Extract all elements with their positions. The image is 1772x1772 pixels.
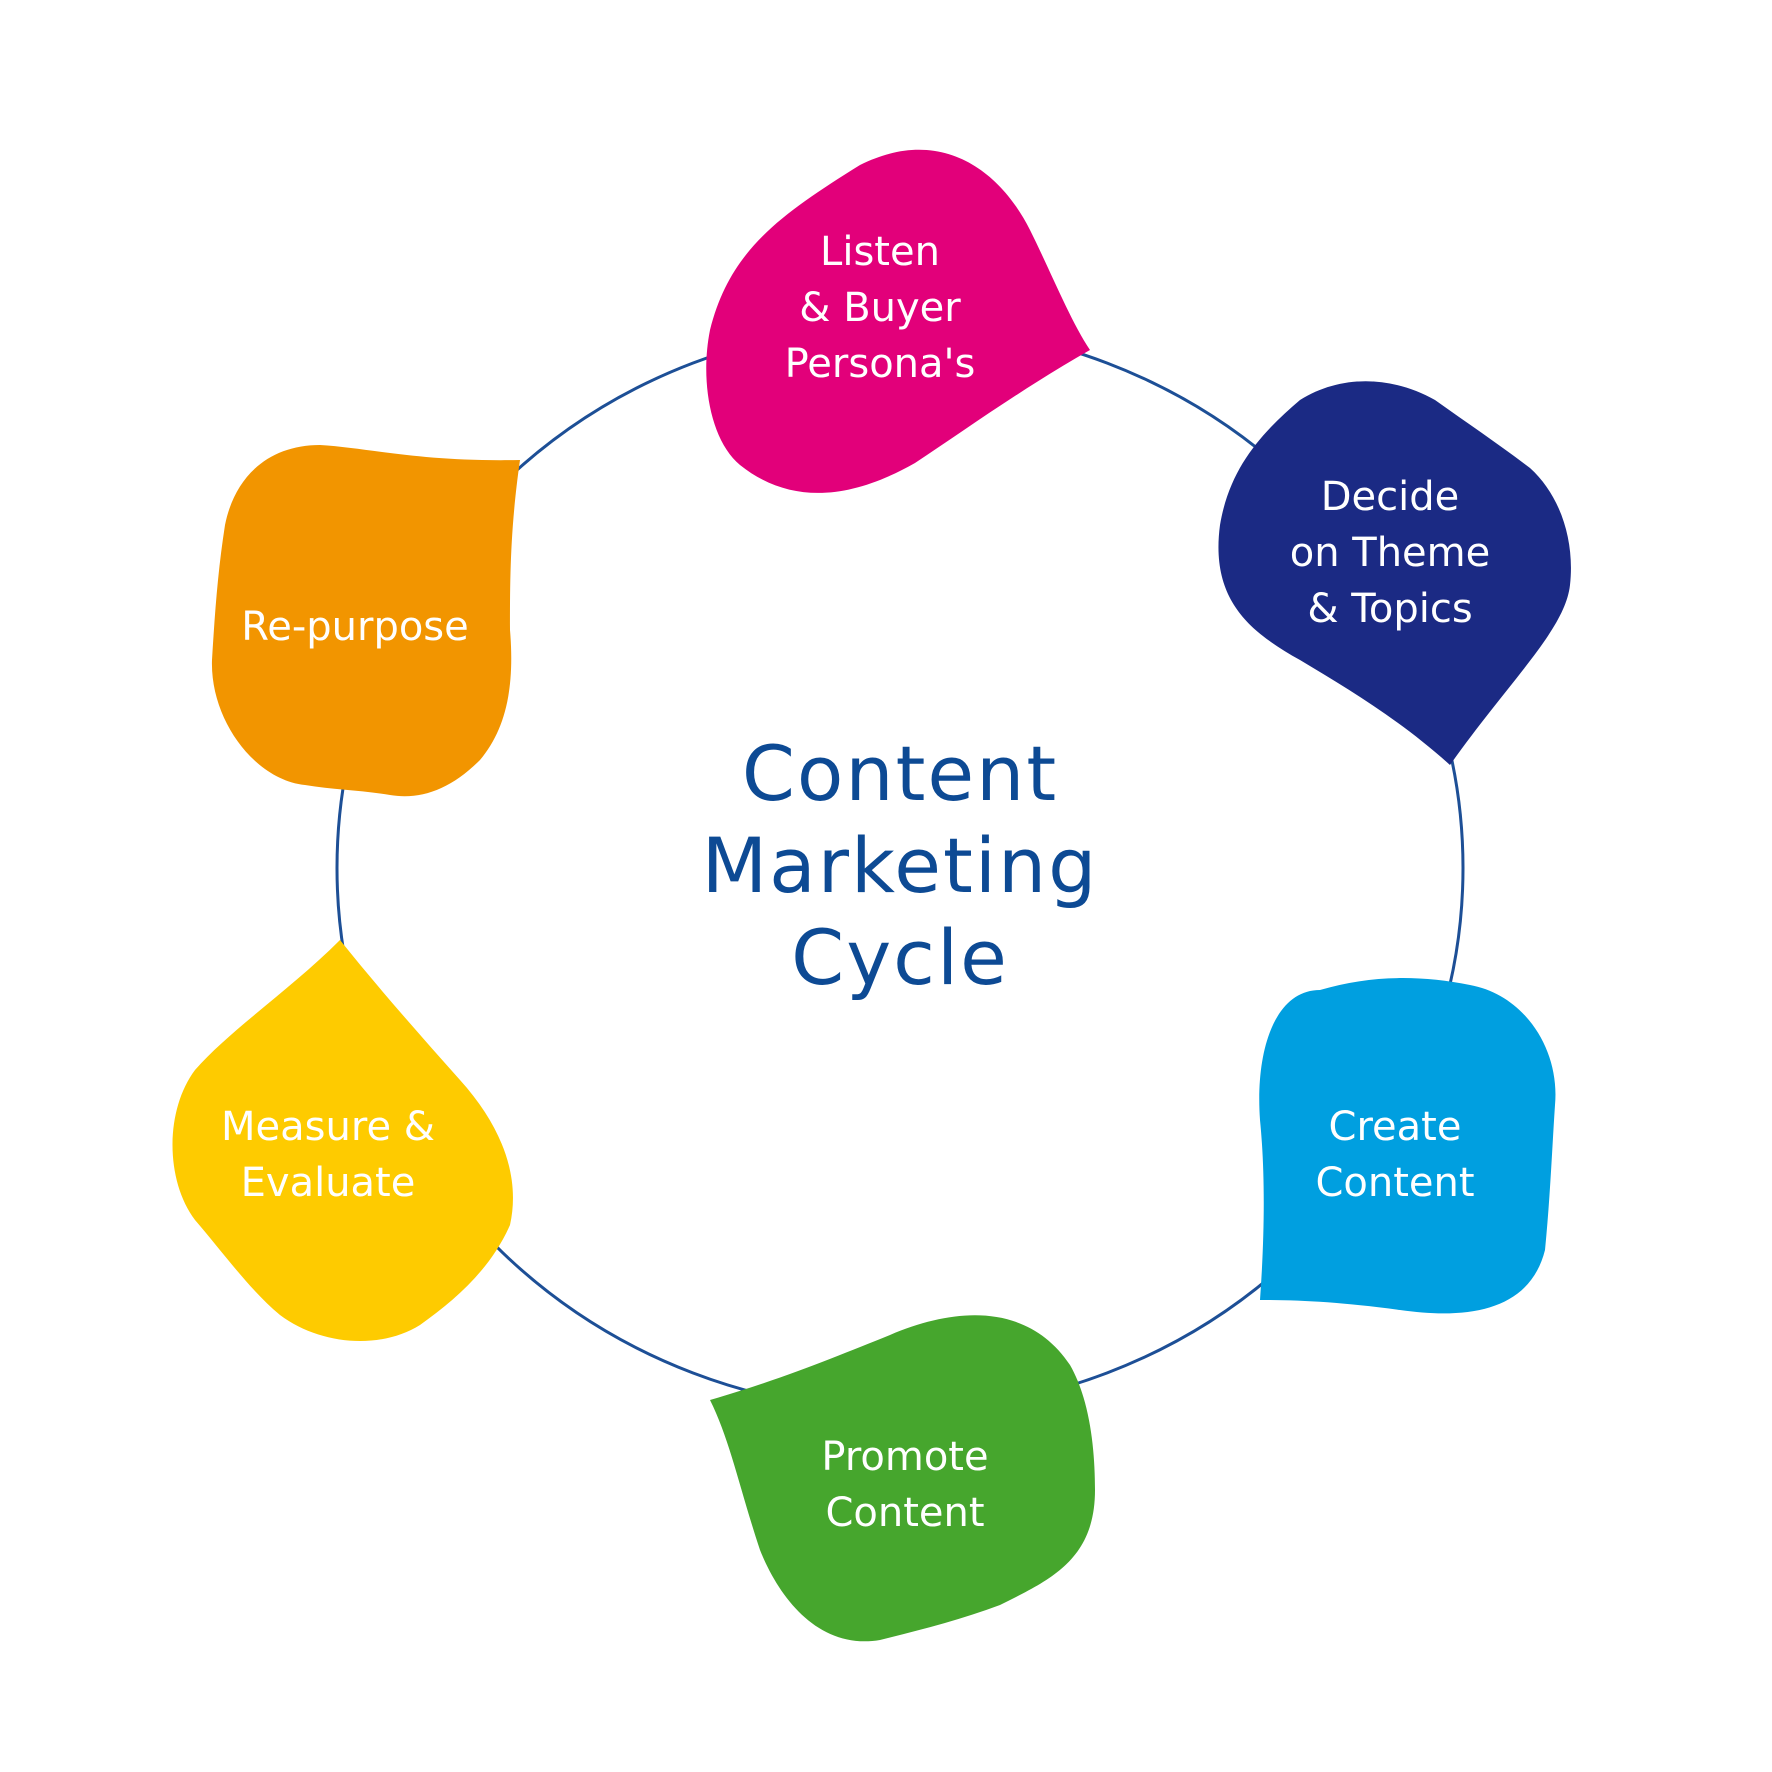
- label-decide-theme-topics: Decide on Theme & Topics: [1290, 474, 1491, 632]
- label-create-line: Content: [1315, 1160, 1474, 1206]
- label-promote-line: Promote: [821, 1434, 988, 1480]
- petal-measure-evaluate: [172, 940, 513, 1342]
- center-title-line: Content: [742, 729, 1058, 818]
- label-repurpose-line: Re-purpose: [241, 604, 469, 650]
- label-measure-line: Evaluate: [241, 1160, 416, 1206]
- label-promote-line: Content: [825, 1490, 984, 1536]
- center-title-line: Marketing: [702, 821, 1099, 910]
- label-decide-line: Decide: [1321, 474, 1460, 520]
- label-listen-line: Persona's: [785, 341, 976, 387]
- label-repurpose: Re-purpose: [241, 604, 469, 650]
- label-create-line: Create: [1329, 1104, 1462, 1150]
- label-measure-line: Measure &: [221, 1104, 435, 1150]
- label-decide-line: & Topics: [1307, 586, 1472, 632]
- center-title-line: Cycle: [791, 913, 1009, 1002]
- label-listen-line: Listen: [820, 229, 940, 275]
- petal-create-content: [1259, 978, 1556, 1314]
- label-measure-evaluate: Measure & Evaluate: [221, 1104, 435, 1206]
- petal-decide-theme-topics: [1218, 381, 1571, 765]
- label-decide-line: on Theme: [1290, 530, 1491, 576]
- label-listen-line: & Buyer: [799, 285, 961, 331]
- petal-promote-content: [710, 1315, 1095, 1642]
- petal-repurpose: [211, 445, 520, 797]
- petal-listen-buyer-personas: [706, 149, 1090, 493]
